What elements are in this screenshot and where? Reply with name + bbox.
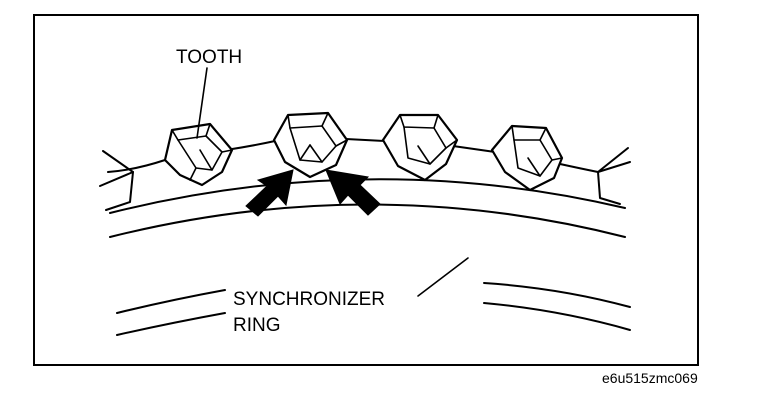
ring-end-right (597, 147, 631, 205)
figure-code: e6u515zmc069 (602, 370, 698, 386)
arrow-right (325, 169, 381, 216)
lower-ring-arcs (116, 282, 631, 336)
tooth-3 (381, 113, 459, 182)
ring-label-line-1: SYNCHRONIZER (233, 289, 385, 310)
arrow-left (245, 169, 294, 217)
ring-end-left (99, 150, 134, 211)
ring-label-line-2: RING (233, 315, 281, 336)
tooth-4 (490, 124, 564, 192)
ring-leader-line (417, 257, 469, 297)
tooth-leader-line (196, 67, 208, 139)
tooth-2 (272, 111, 349, 179)
tooth-label: TOOTH (176, 47, 242, 68)
figure-frame (33, 14, 699, 366)
tooth-1 (163, 122, 234, 187)
